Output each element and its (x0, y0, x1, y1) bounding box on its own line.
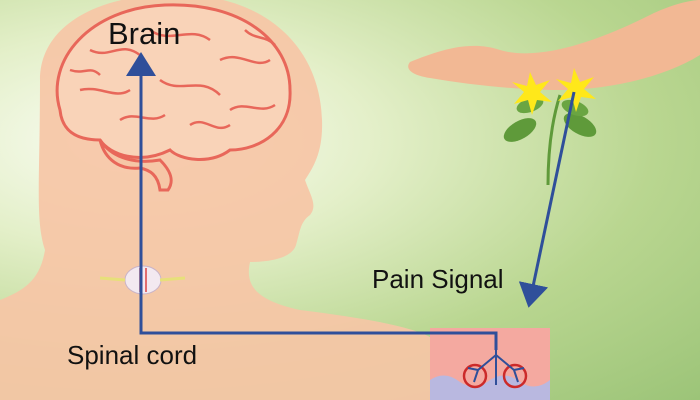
pain-signal-label: Pain Signal (372, 264, 504, 294)
skin-receptor-illustration (430, 328, 550, 400)
brain-label: Brain (108, 16, 181, 51)
spinal-cord-label: Spinal cord (67, 340, 198, 370)
pain-signal-arrow (518, 91, 576, 308)
spark-icon (512, 72, 552, 115)
spark-icon (556, 68, 596, 112)
pain-spark-icons (512, 68, 596, 115)
hand-illustration (408, 0, 700, 90)
nettle-plant-illustration (503, 94, 597, 186)
brain-illustration (55, 3, 292, 192)
signal-path-to-brain (126, 52, 498, 350)
